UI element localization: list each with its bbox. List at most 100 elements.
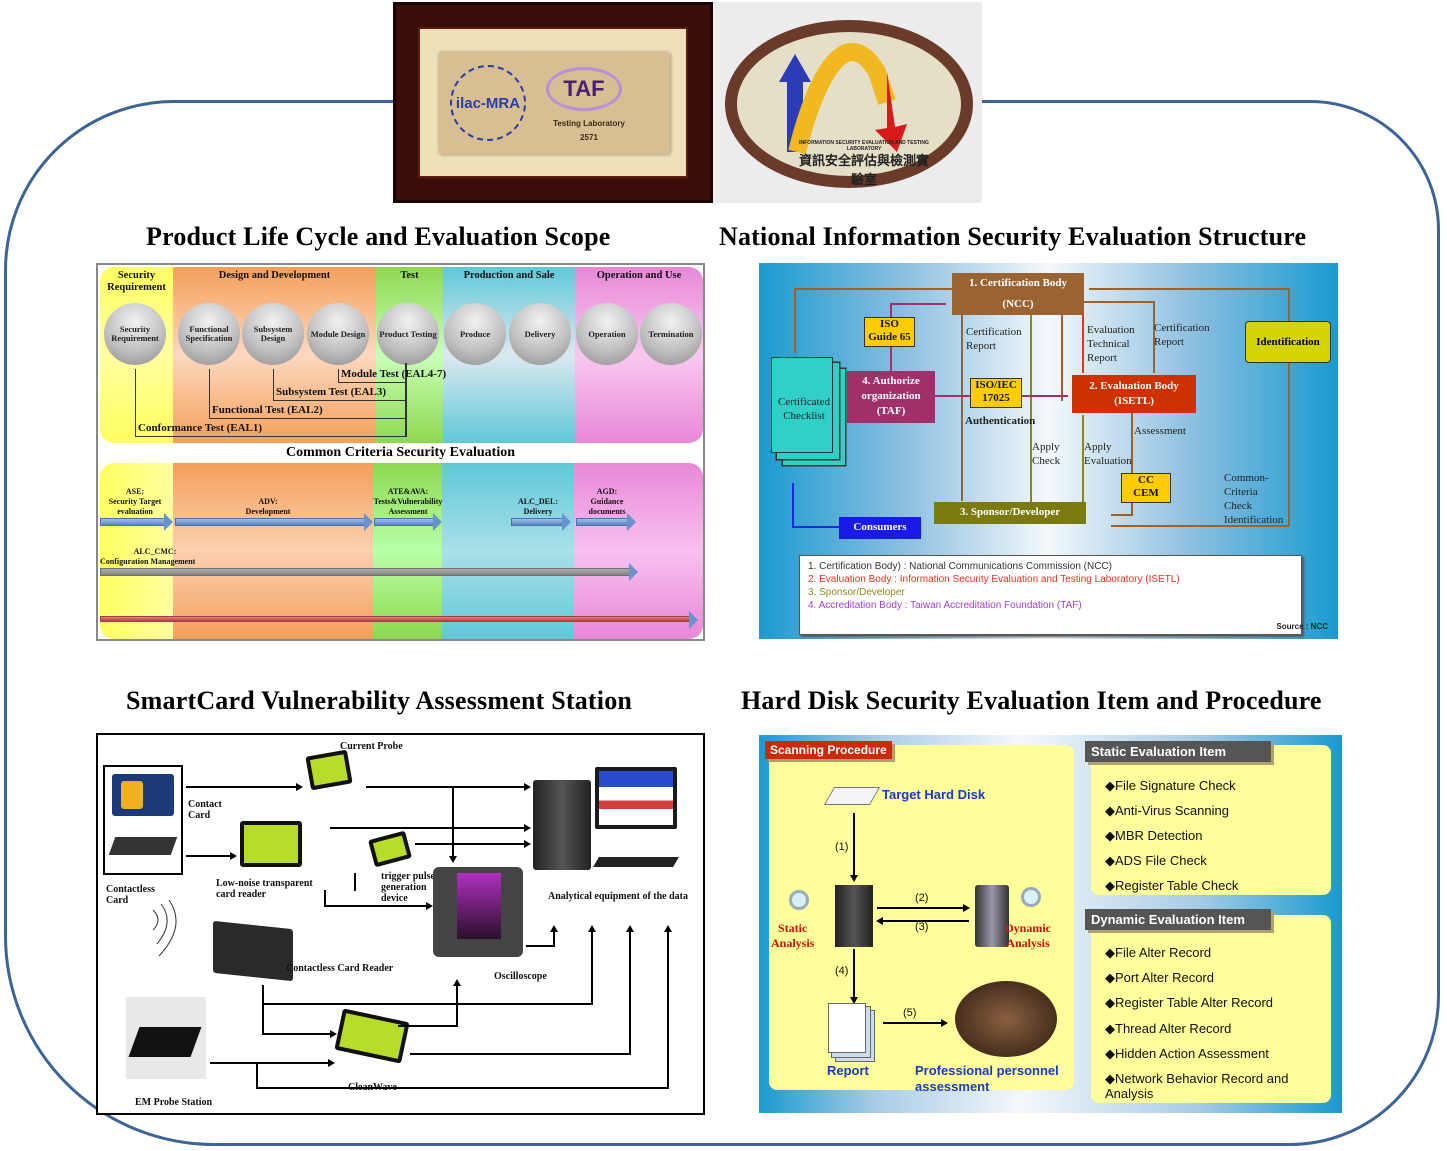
certification-body-box: 1. Certification Body(NCC)	[952, 273, 1084, 315]
cc-item-alc-cmc: ALC_CMC:Configuration Management	[100, 547, 196, 566]
sphere-node: Security Requirement	[104, 303, 166, 365]
ase-arrow	[100, 513, 173, 531]
diamond-bullet-icon: ◆	[1105, 1020, 1115, 1036]
evaluation-item: ◆Anti-Virus Scanning	[1105, 803, 1229, 818]
test-label: Module Test (EAL4-7)	[341, 368, 447, 380]
diamond-bullet-icon: ◆	[1105, 853, 1115, 868]
phase-label: Security Requirement	[107, 270, 166, 293]
isetl-logo-plaque: INFORMATION SECURITY EVALUATION AND TEST…	[713, 2, 982, 203]
static-items-header: Static Evaluation Item	[1085, 741, 1271, 762]
card-reader-device	[240, 821, 302, 867]
subsystem-test-line	[273, 369, 406, 401]
sphere-node: Delivery	[509, 303, 571, 365]
legend-item: 1. Certification Body) : National Commun…	[808, 561, 1112, 572]
cc-item-alc-del: ALC_DEL:Delivery	[517, 497, 558, 516]
em-probe-label: EM Probe Station	[135, 1097, 213, 1108]
cc-item-agd: AGD:Guidance documents	[588, 487, 626, 516]
lifecycle-title: Product Life Cycle and Evaluation Scope	[146, 222, 611, 251]
plaque-chinese-text: 資訊安全評估與檢測實驗室	[799, 154, 930, 188]
phase-label: Operation and Use	[596, 270, 682, 281]
identification-scroll: Identification	[1245, 321, 1331, 363]
arrows-logo-icon	[779, 43, 907, 155]
diamond-bullet-icon: ◆	[1105, 803, 1115, 818]
plaque-english-text: INFORMATION SECURITY EVALUATION AND TEST…	[799, 140, 929, 152]
sphere-node: Functional Specification	[178, 303, 240, 365]
source-note: Source : NCC	[1276, 622, 1328, 631]
contactless-reader-icon	[213, 920, 293, 982]
personnel-photo	[955, 981, 1057, 1057]
diamond-bullet-icon: ◆	[1105, 1071, 1115, 1086]
structure-legend: 1. Certification Body) : National Commun…	[799, 555, 1302, 635]
keyboard-icon	[593, 857, 679, 867]
evaluation-item: ◆File Alter Record	[1105, 945, 1212, 960]
structure-diagram: 1. Certification Body(NCC) 2. Evaluation…	[759, 263, 1338, 639]
consumers-box: Consumers	[839, 517, 921, 539]
taf-logo: TAF	[546, 67, 622, 111]
current-probe-device	[305, 749, 353, 791]
legend-item: 4. Accreditation Body : Taiwan Accredita…	[808, 600, 1082, 611]
evaluation-item: ◆MBR Detection	[1105, 828, 1203, 843]
diamond-bullet-icon: ◆	[1105, 995, 1115, 1011]
cc-item-ate-ava: ATE&AVA:Tests&Vulnerability Assessment	[373, 487, 443, 516]
cleanwave-device	[334, 1008, 410, 1064]
test-label: Conformance Test (EAL1)	[138, 422, 263, 434]
evaluation-item: ◆File Signature Check	[1105, 778, 1236, 793]
alc-cmc-arrow	[100, 563, 638, 581]
diamond-bullet-icon: ◆	[1105, 878, 1115, 893]
structure-title: National Information Security Evaluation…	[719, 222, 1307, 251]
lifecycle-arrow	[100, 611, 698, 629]
evaluation-item: ◆ADS File Check	[1105, 853, 1207, 868]
evaluation-body-box: 2. Evaluation Body(ISETL)	[1072, 375, 1196, 413]
evaluation-item: ◆Thread Alter Record	[1105, 1020, 1232, 1036]
module-test-line	[338, 369, 406, 383]
dynamic-items-panel	[1091, 915, 1331, 1103]
cc-item-ase: ASE:Security Target evaluation	[108, 487, 162, 516]
step-label: (1)	[835, 841, 849, 853]
report-label: Report	[827, 1063, 869, 1078]
smartcard-title: SmartCard Vulnerability Assessment Stati…	[126, 686, 633, 715]
sphere-node: Termination	[640, 303, 702, 365]
test-label: Subsystem Test (EAL3)	[276, 386, 387, 398]
evaluation-item: ◆Register Table Alter Record	[1105, 995, 1274, 1011]
harddisk-title: Hard Disk Security Evaluation Item and P…	[741, 686, 1322, 715]
oscilloscope-label: Oscilloscope	[494, 971, 547, 982]
cc-item-adv: ADV:Development	[245, 497, 291, 516]
wireless-waves-icon	[152, 900, 177, 957]
chip-icon	[108, 837, 178, 855]
sponsor-developer-box: 3. Sponsor/Developer	[934, 502, 1086, 524]
certificated-checklist-docs	[771, 357, 833, 453]
ilac-mra-logo: ilac-MRA	[450, 65, 526, 141]
sphere-node: Module Design	[307, 303, 369, 365]
static-items-panel	[1091, 745, 1331, 895]
diamond-bullet-icon: ◆	[1105, 828, 1115, 843]
sphere-node: Subsystem Design	[242, 303, 304, 365]
cc-section-title: Common Criteria Security Evaluation	[285, 445, 516, 460]
sphere-node: Operation	[576, 303, 638, 365]
scanning-procedure-header: Scanning Procedure	[765, 741, 892, 759]
analytical-equipment-label: Analytical equipment of the data	[548, 891, 688, 902]
magnifier-icon	[1021, 887, 1041, 907]
computer-tower-icon	[533, 780, 591, 870]
alc-del-arrow	[511, 513, 571, 531]
contactless-reader-label: Contactless Card Reader	[286, 963, 394, 974]
sphere-node: Produce	[444, 303, 506, 365]
diamond-bullet-icon: ◆	[1105, 778, 1115, 793]
phase-label: Production and Sale	[463, 270, 555, 281]
workstation-icon	[975, 885, 1009, 947]
step-label: (4)	[835, 965, 849, 977]
oscilloscope-icon	[433, 867, 523, 957]
step-label: (3)	[915, 921, 929, 933]
